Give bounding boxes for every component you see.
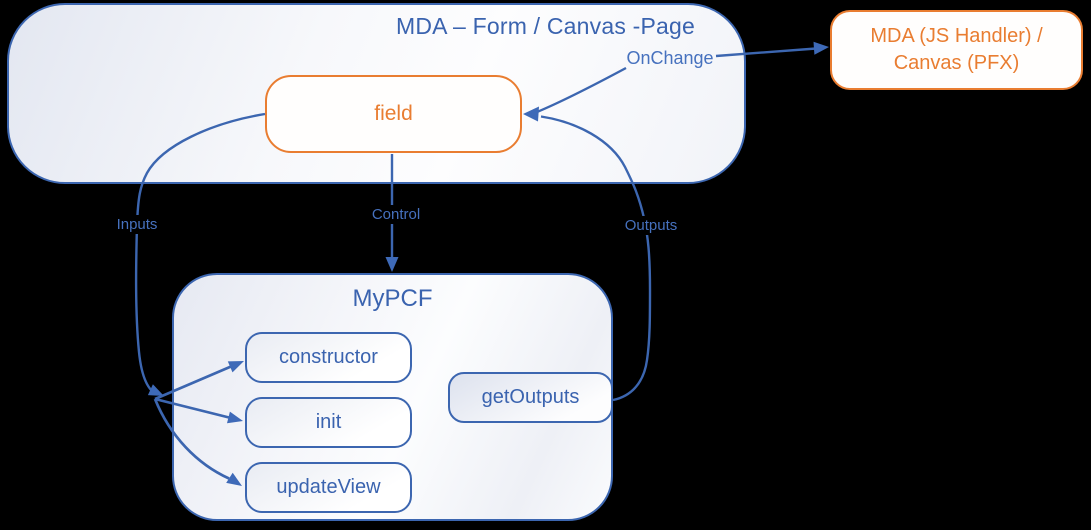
getoutputs-label: getOutputs — [481, 386, 580, 408]
init-label: init — [315, 411, 342, 433]
onchange-label: OnChange — [626, 48, 714, 68]
constructor-label: constructor — [279, 346, 378, 368]
updateview-label: updateView — [276, 476, 381, 498]
inputs-arrowhead — [147, 384, 164, 396]
inputs-label: Inputs — [103, 215, 171, 234]
mypcf-title: MyPCF — [352, 285, 433, 312]
js-handler-line2: Canvas (PFX) — [893, 52, 1020, 74]
handler-arrowhead — [813, 41, 829, 55]
js-handler-node: MDA (JS Handler) / Canvas (PFX) — [830, 10, 1083, 90]
js-handler-line1: MDA (JS Handler) / — [870, 25, 1043, 47]
outputs-label: Outputs — [608, 216, 694, 235]
getoutputs-node: getOutputs — [448, 372, 613, 423]
control-label: Control — [354, 205, 438, 224]
control-arrowhead — [385, 257, 399, 272]
updateview-node: updateView — [245, 462, 412, 513]
constructor-node: constructor — [245, 332, 412, 383]
field-node-label: field — [374, 102, 413, 125]
form-canvas-page-title: MDA – Form / Canvas -Page — [396, 13, 695, 39]
init-node: init — [245, 397, 412, 448]
field-node: field — [265, 75, 522, 153]
